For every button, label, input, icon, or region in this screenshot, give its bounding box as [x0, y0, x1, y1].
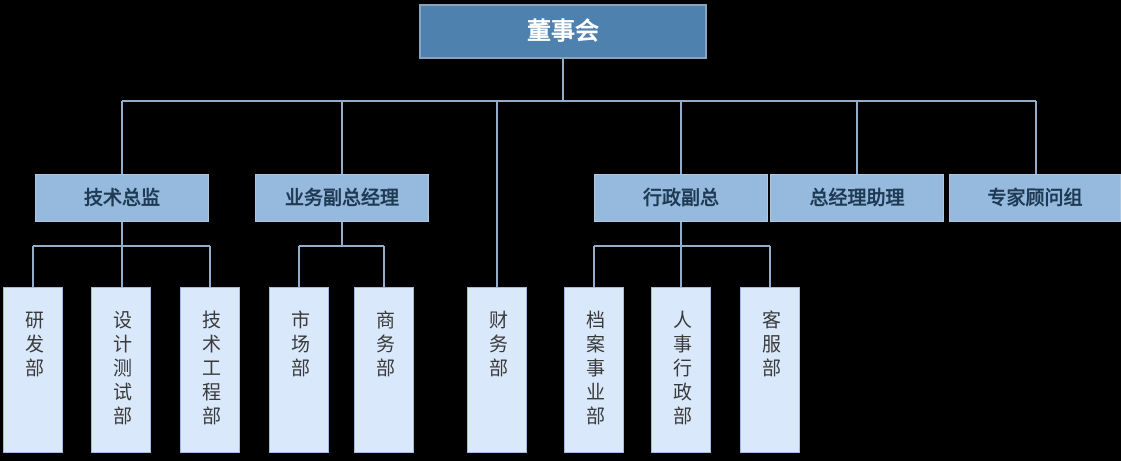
org-node-tech-engineering-dept[interactable]: 技术工程部 — [180, 287, 240, 453]
org-node-customer-service-dept[interactable]: 客服部 — [740, 287, 800, 453]
org-node-commerce-dept[interactable]: 商务部 — [354, 287, 414, 453]
org-node-design-test-dept[interactable]: 设计测试部 — [91, 287, 151, 453]
org-node-hr-admin-dept[interactable]: 人事行政部 — [651, 287, 711, 453]
org-node-archives-dept[interactable]: 档案事业部 — [564, 287, 624, 453]
org-node-board[interactable]: 董事会 — [419, 4, 707, 59]
org-node-business-deputy-gm[interactable]: 业务副总经理 — [255, 174, 429, 222]
org-node-marketing-dept[interactable]: 市场部 — [269, 287, 329, 453]
org-node-gm-assistant[interactable]: 总经理助理 — [770, 174, 944, 222]
org-node-finance-dept[interactable]: 财务部 — [467, 287, 527, 453]
org-node-rd-dept[interactable]: 研发部 — [3, 287, 63, 453]
org-node-admin-deputy-gm[interactable]: 行政副总 — [594, 174, 768, 222]
org-node-tech-director[interactable]: 技术总监 — [35, 174, 209, 222]
org-node-expert-advisors[interactable]: 专家顾问组 — [949, 174, 1121, 222]
